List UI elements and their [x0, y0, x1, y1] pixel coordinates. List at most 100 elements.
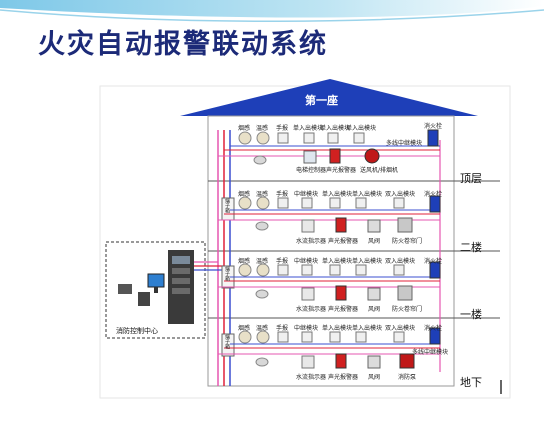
device-label: 中继模块 — [294, 258, 319, 265]
relay-module — [301, 331, 313, 343]
io-module — [355, 331, 367, 343]
sound-light-alarm — [329, 148, 341, 164]
device-label: 防火卷帘门 — [392, 306, 423, 313]
device-label: 消火栓 — [424, 258, 443, 265]
smoke-detector — [238, 131, 252, 145]
floor-label-basement: 地下 — [460, 376, 482, 389]
io-module — [329, 264, 341, 276]
device-label: 风阀 — [368, 238, 381, 245]
device-label: 手报 — [276, 325, 289, 332]
io-module — [329, 331, 341, 343]
cabinet-panel — [172, 288, 190, 294]
device-label: 温感 — [256, 325, 269, 332]
water-flow-indicator — [301, 355, 315, 369]
speaker — [253, 155, 267, 165]
fire-shutter — [397, 285, 413, 301]
device-label: 水流指示器 — [296, 306, 327, 313]
device-label: 烟感 — [238, 258, 251, 265]
sound-light-alarm — [335, 353, 347, 369]
water-flow-indicator — [301, 287, 315, 301]
device-label: 多线中继模块 — [412, 349, 449, 356]
control-center-label: 消防控制中心 — [116, 327, 158, 335]
device-label: 单入出模块 — [352, 325, 383, 332]
top-swoosh — [0, 0, 544, 18]
heat-detector — [256, 263, 270, 277]
manual-alarm — [277, 132, 289, 144]
smoke-detector — [238, 196, 252, 210]
manual-alarm — [277, 331, 289, 343]
damper — [367, 219, 381, 233]
relay-module — [301, 264, 313, 276]
terminal-box — [221, 333, 235, 357]
device-label: 温感 — [256, 125, 269, 132]
device-label: 单入出模块 — [346, 125, 377, 132]
device-label: 双入出模块 — [385, 191, 416, 198]
device-label: 温感 — [256, 191, 269, 198]
device-label: 消火栓 — [424, 123, 443, 130]
floor-label-top: 顶层 — [460, 172, 482, 185]
floor-2 — [218, 195, 441, 233]
cabinet-panel — [172, 268, 190, 274]
terminal-box-label: 端子箱 — [224, 198, 230, 213]
exhaust-fan — [364, 148, 380, 164]
manual-alarm — [277, 197, 289, 209]
hydrant-box — [427, 129, 439, 147]
device-label: 风阀 — [368, 306, 381, 313]
device-label: 手报 — [276, 191, 289, 198]
io-module — [329, 197, 341, 209]
elevator-controller — [303, 150, 317, 164]
device-label: 单入出模块 — [322, 325, 353, 332]
hydrant-box — [429, 261, 441, 279]
speaker — [255, 289, 269, 299]
device-label: 手报 — [276, 258, 289, 265]
device-label: 声光报警器 — [328, 374, 359, 381]
cabinet-panel — [172, 278, 190, 284]
cabinet-panel — [172, 256, 190, 264]
device-label: 单入出模块 — [293, 125, 324, 132]
control-center-box — [105, 241, 206, 339]
heat-detector — [256, 330, 270, 344]
slide-title: 火灾自动报警联动系统 — [38, 29, 328, 60]
heat-detector — [256, 131, 270, 145]
io-module — [353, 132, 365, 144]
roof — [180, 79, 478, 116]
io-module — [355, 264, 367, 276]
device-label: 声光报警器 — [328, 306, 359, 313]
device-label: 双入出模块 — [385, 258, 416, 265]
device-label: 单入出模块 — [322, 258, 353, 265]
device-label: 烟感 — [238, 325, 251, 332]
sound-light-alarm — [335, 217, 347, 233]
io-module — [327, 132, 339, 144]
io-module — [303, 132, 315, 144]
device-label: 中继模块 — [294, 325, 319, 332]
monitor — [147, 273, 165, 288]
device-label: 单入出模块 — [352, 191, 383, 198]
device-label: 消火栓 — [424, 191, 443, 198]
hydrant-box — [429, 195, 441, 213]
relay-module — [301, 197, 313, 209]
device-label: 风阀 — [368, 374, 381, 381]
smoke-detector — [238, 263, 252, 277]
device-label: 电梯控制器 — [296, 167, 327, 174]
sound-light-alarm — [335, 285, 347, 301]
device-label: 消火栓 — [424, 325, 443, 332]
device-label: 中继模块 — [294, 191, 319, 198]
terminal-box-label: 端子箱 — [224, 334, 230, 349]
io-module — [355, 197, 367, 209]
printer — [118, 284, 132, 294]
device-label: 送风机/排烟机 — [360, 167, 399, 174]
floor-label-1: 一楼 — [460, 308, 482, 321]
device-label: 温感 — [256, 258, 269, 265]
floor-1 — [218, 261, 441, 301]
smoke-detector — [238, 330, 252, 344]
damper — [367, 287, 381, 301]
fire-pump — [399, 353, 415, 369]
dual-io-module — [393, 197, 405, 209]
device-label: 声光报警器 — [328, 238, 359, 245]
device-label: 水流指示器 — [296, 238, 327, 245]
roof-label: 第一座 — [305, 94, 338, 107]
floor-basement — [218, 327, 441, 369]
device-label: 烟感 — [238, 125, 251, 132]
